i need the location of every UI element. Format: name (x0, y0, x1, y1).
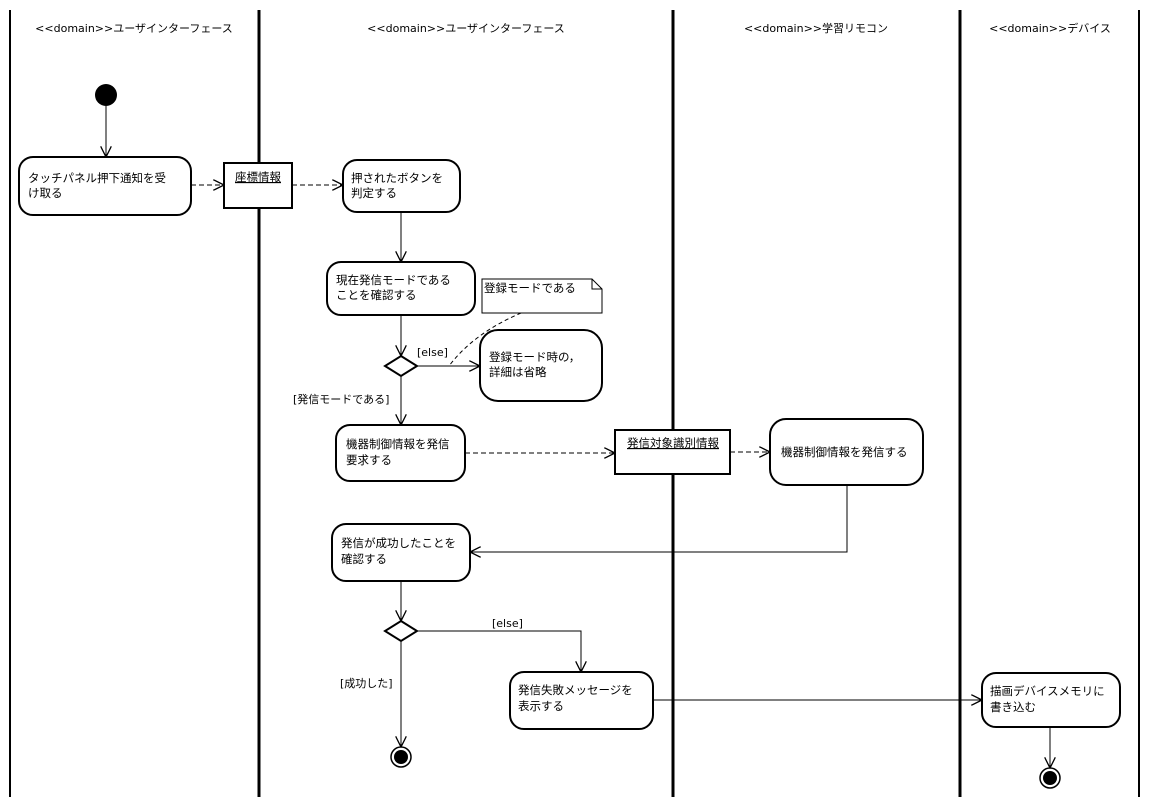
action-send-info: 機器制御情報を発信する (769, 418, 924, 486)
flow-decision-else-to-show-failure (417, 630, 581, 672)
note-register-mode: 登録モードである (481, 278, 603, 314)
lane-title-user-interface-1: <<domain>>ユーザインターフェース (35, 22, 233, 35)
action-confirm-success-line-1: 発信が成功したことを (341, 536, 456, 550)
decision-node-success (383, 619, 419, 643)
action-request-send-line-1: 機器制御情報を発信 (346, 437, 450, 451)
lane-title-user-interface-2: <<domain>>ユーザインターフェース (367, 22, 565, 35)
object-target-id: 発信対象識別情報 (614, 429, 731, 475)
action-confirm-mode-line-2: ことを確認する (336, 288, 417, 302)
action-receive-touch-line-2: け取る (28, 186, 63, 200)
action-show-failure: 発信失敗メッセージを 表示する (509, 671, 654, 730)
action-judge-button-line-2: 判定する (351, 186, 397, 200)
action-write-memory: 描画デバイスメモリに 書き込む (981, 672, 1121, 728)
lane-title-device: <<domain>>デバイス (989, 21, 1111, 35)
object-target-id-label: 発信対象識別情報 (627, 436, 719, 450)
swimlane-dividers (9, 10, 1140, 797)
action-confirm-success: 発信が成功したことを 確認する (331, 523, 471, 582)
note-anchor-line (448, 312, 522, 367)
action-confirm-success-line-2: 確認する (341, 552, 387, 566)
guard-else-register: [else] (417, 346, 448, 359)
action-request-send-line-2: 要求する (346, 453, 392, 467)
action-judge-button-line-1: 押されたボタンを (351, 171, 443, 185)
action-request-send: 機器制御情報を発信 要求する (335, 424, 466, 482)
action-judge-button: 押されたボタンを 判定する (342, 159, 461, 213)
flow-send-info-to-confirm-success (470, 485, 848, 552)
object-coordinates: 座標情報 (223, 162, 293, 209)
action-confirm-mode: 現在発信モードである ことを確認する (326, 261, 476, 316)
action-register-mode: 登録モード時の， 詳細は省略 (479, 329, 603, 402)
guard-else-failure: [else] (492, 617, 523, 630)
action-register-mode-line-1: 登録モード時の， (489, 350, 580, 364)
action-confirm-mode-line-1: 現在発信モードである (336, 273, 451, 287)
guard-succeeded: [成功した] (340, 677, 393, 690)
final-node-device (1039, 767, 1061, 789)
note-register-mode-text: 登録モードである (484, 281, 576, 295)
final-node-success (390, 746, 412, 768)
action-show-failure-line-2: 表示する (518, 699, 564, 713)
action-show-failure-line-1: 発信失敗メッセージを (518, 683, 633, 697)
initial-node (95, 84, 117, 106)
decision-node-mode (383, 354, 419, 378)
action-receive-touch-line-1: タッチパネル押下通知を受 (28, 171, 166, 185)
object-flows (191, 185, 770, 453)
action-receive-touch: タッチパネル押下通知を受 け取る (18, 156, 192, 216)
action-send-info-text: 機器制御情報を発信する (781, 445, 908, 459)
object-coordinates-label: 座標情報 (235, 170, 281, 184)
guard-send-mode: [発信モードである] (293, 392, 389, 406)
control-flows (106, 106, 1050, 768)
action-register-mode-line-2: 詳細は省略 (489, 365, 547, 379)
lane-title-learning-remote: <<domain>>学習リモコン (744, 21, 888, 35)
action-write-memory-line-2: 書き込む (990, 700, 1036, 714)
action-write-memory-line-1: 描画デバイスメモリに (990, 684, 1105, 698)
